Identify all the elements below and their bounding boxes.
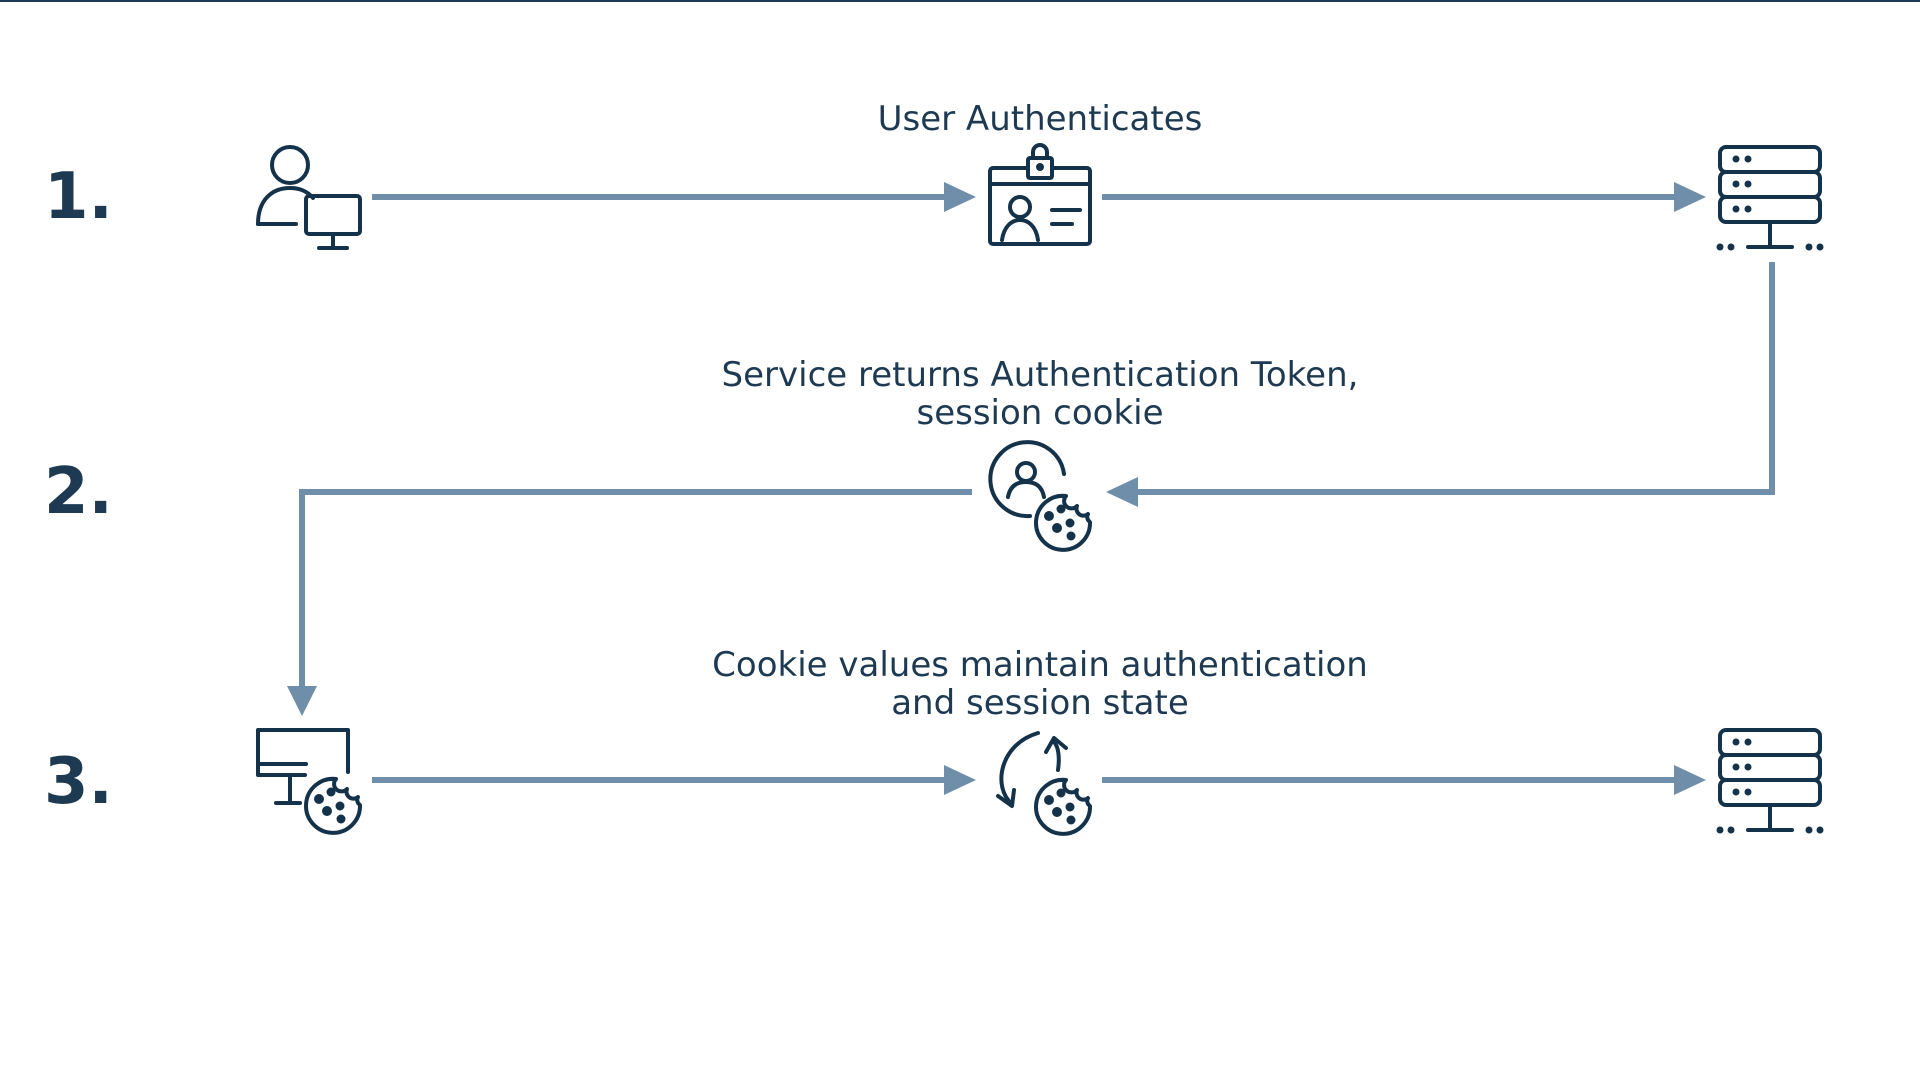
user-cookie-icon xyxy=(988,440,1093,552)
arrow-server-to-token xyxy=(1106,262,1775,507)
server-icon xyxy=(1716,728,1824,834)
arrow-token-to-computer xyxy=(287,489,972,716)
user-computer-icon xyxy=(256,145,362,250)
top-rule xyxy=(0,0,1920,2)
cookie-refresh-icon xyxy=(996,731,1093,836)
step-3-caption: Cookie values maintain authentication an… xyxy=(712,645,1368,724)
step-2-number: 2. xyxy=(44,455,113,529)
step-1-number: 1. xyxy=(44,160,113,234)
arrow-computer-to-cookie xyxy=(372,765,976,795)
id-badge-lock-icon xyxy=(988,143,1092,246)
step-2-caption: Service returns Authentication Token, se… xyxy=(721,355,1359,434)
arrow-cookie-to-server xyxy=(1102,765,1706,795)
step-1-caption: User Authenticates xyxy=(877,99,1203,139)
arrow-user-to-badge xyxy=(372,182,976,212)
computer-cookie-icon xyxy=(256,728,363,835)
server-icon xyxy=(1716,145,1824,251)
step-3-number: 3. xyxy=(44,745,113,819)
arrow-badge-to-server xyxy=(1102,182,1706,212)
